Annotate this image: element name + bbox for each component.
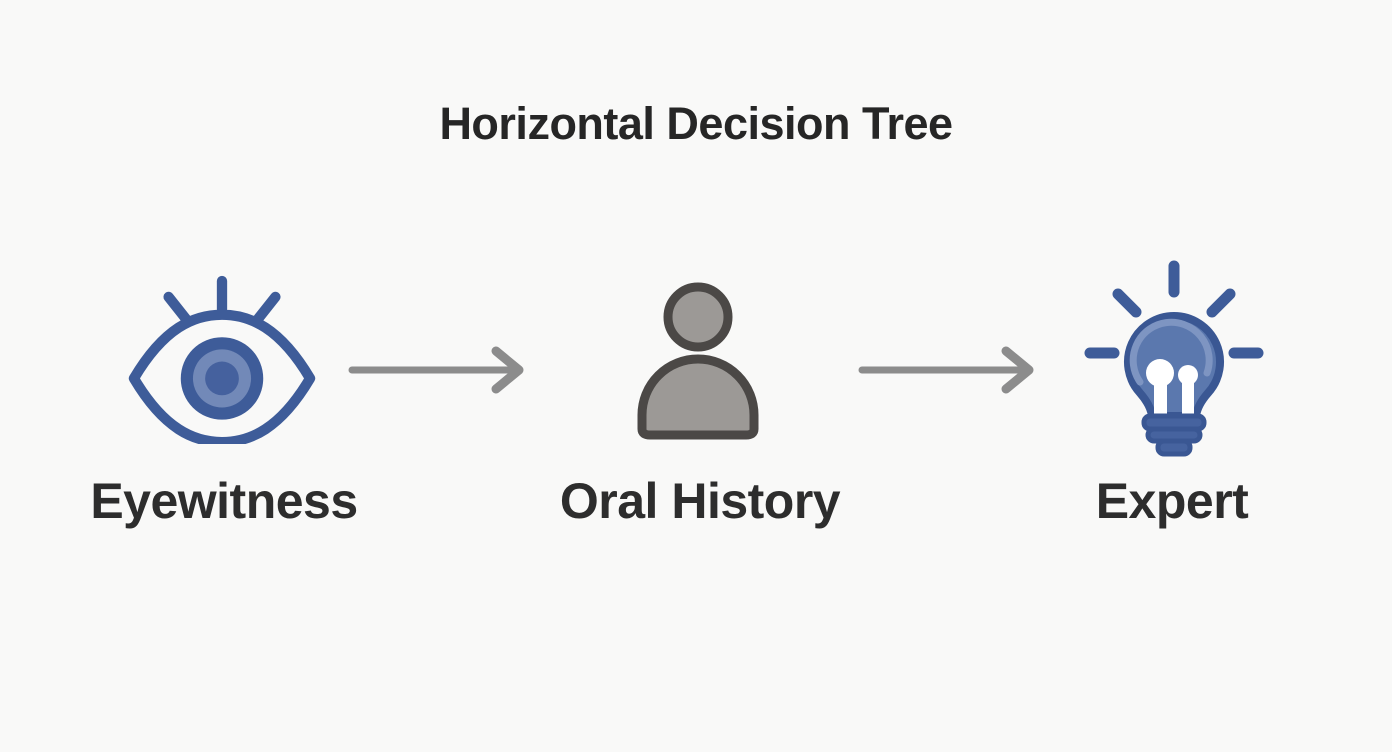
node-label-expert: Expert [1095, 473, 1249, 529]
arrow-right-icon [857, 345, 1047, 395]
diagram-title: Horizontal Decision Tree [439, 98, 953, 149]
node-label-eyewitness: Eyewitness [90, 473, 358, 529]
lightbulb-icon [1084, 260, 1264, 465]
arrow-right-icon [347, 345, 537, 395]
eye-icon [128, 266, 316, 444]
person-icon [628, 277, 768, 442]
node-label-oral-history: Oral History [559, 473, 841, 529]
